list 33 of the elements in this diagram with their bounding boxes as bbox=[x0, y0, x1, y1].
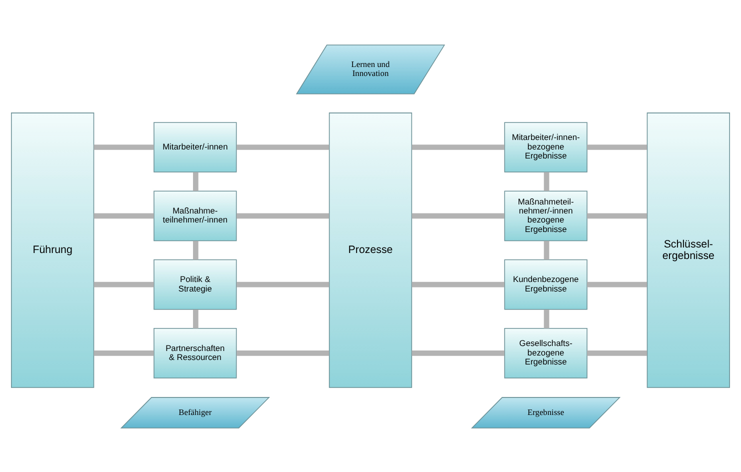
connector bbox=[94, 212, 154, 218]
connector bbox=[544, 309, 550, 328]
connector bbox=[412, 144, 504, 150]
connector bbox=[587, 144, 648, 150]
node-box: Führung bbox=[11, 112, 94, 388]
node-box: Schlüssel- ergebnisse bbox=[646, 112, 730, 388]
node-box: Politik & Strategie bbox=[154, 258, 237, 310]
node-box: Mitarbeiter/-innen bbox=[154, 122, 237, 172]
connector bbox=[236, 281, 330, 287]
connector bbox=[236, 350, 330, 356]
connector bbox=[193, 309, 198, 328]
connector bbox=[94, 144, 154, 150]
node-box: Gesellschafts- bezogene Ergebnisse bbox=[504, 328, 588, 378]
connector bbox=[412, 212, 504, 218]
connector bbox=[94, 281, 154, 287]
node-box: Mitarbeiter/-innen- bezogene Ergebnisse bbox=[504, 122, 588, 172]
node-box: Partnerschaften & Ressourcen bbox=[154, 328, 237, 378]
connector bbox=[236, 212, 330, 218]
node-box: Kundenbezogene Ergebnisse bbox=[504, 258, 588, 310]
connector bbox=[193, 240, 198, 260]
connector bbox=[236, 144, 330, 150]
connector bbox=[412, 281, 504, 287]
connector bbox=[193, 172, 198, 191]
connector bbox=[94, 350, 154, 356]
node-box: Maßnahmeteil- nehmer/-innen bezogene Ergebnisse bbox=[504, 190, 588, 241]
node-box: Maßnahme- teilnehmer/-innen bbox=[154, 190, 237, 241]
connector bbox=[587, 212, 648, 218]
connector bbox=[587, 281, 648, 287]
connector bbox=[544, 172, 550, 191]
node-box: Prozesse bbox=[328, 112, 412, 388]
connector bbox=[412, 350, 504, 356]
connector bbox=[587, 350, 648, 356]
connector bbox=[544, 240, 550, 260]
